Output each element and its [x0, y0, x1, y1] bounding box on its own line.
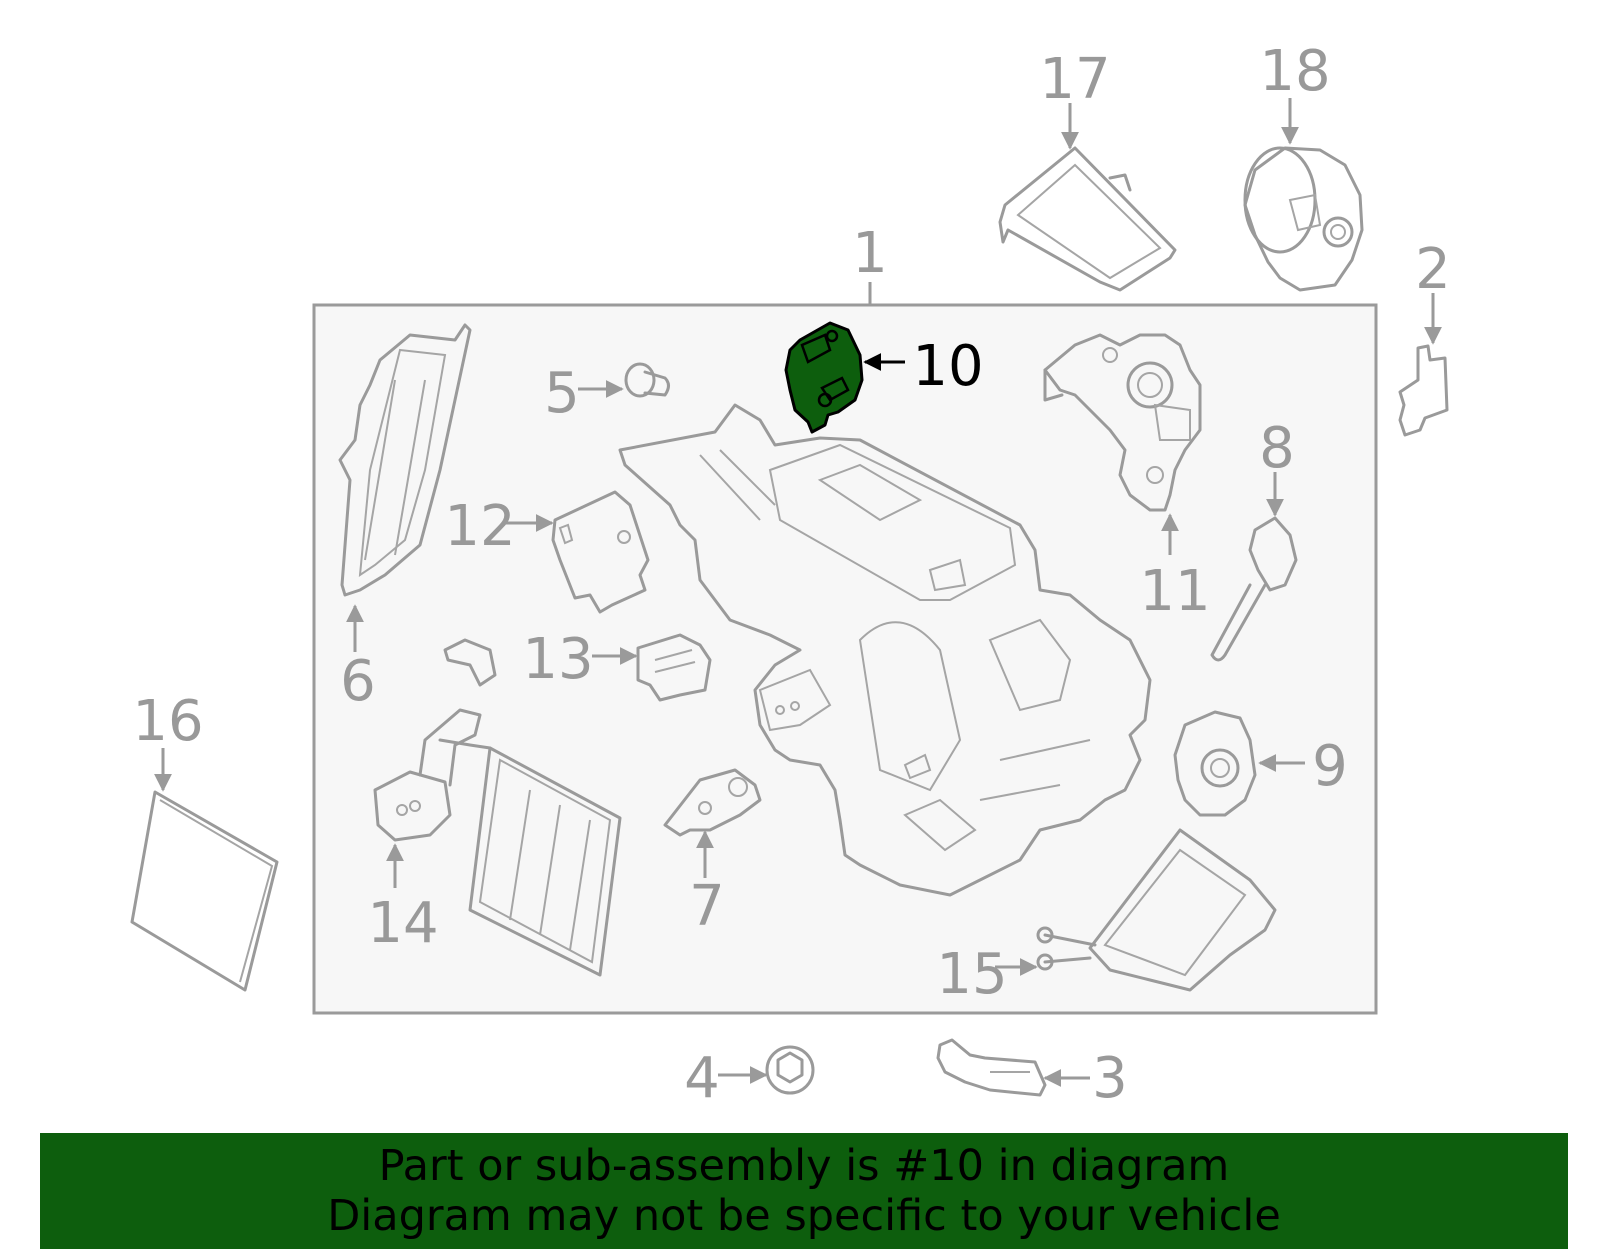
label-15: 15: [936, 942, 1007, 1007]
part-8-temperature-sensor[interactable]: [1210, 472, 1298, 662]
label-8: 8: [1259, 416, 1295, 481]
part-9-actuator[interactable]: [1173, 710, 1305, 817]
part-10-actuator-highlighted[interactable]: [784, 321, 905, 434]
label-6: 6: [340, 649, 376, 714]
part-13-connector[interactable]: [443, 633, 712, 702]
label-5: 5: [544, 361, 580, 426]
part-6-side-duct-panel[interactable]: [338, 323, 472, 597]
part-14-evaporator-core[interactable]: [373, 708, 622, 977]
part-11-blower-case[interactable]: [1043, 333, 1202, 555]
info-banner: Part or sub-assembly is #10 in diagram D…: [40, 1133, 1568, 1249]
part-5-bolt[interactable]: [578, 362, 670, 398]
label-9: 9: [1312, 734, 1348, 799]
label-16: 16: [132, 689, 203, 754]
label-1: 1: [852, 221, 888, 286]
part-15-heater-core[interactable]: [995, 828, 1277, 992]
label-2: 2: [1415, 237, 1451, 302]
label-3: 3: [1092, 1046, 1128, 1111]
label-12: 12: [444, 494, 515, 559]
part-2-bracket[interactable]: [1398, 293, 1449, 437]
label-14: 14: [367, 891, 438, 956]
label-11: 11: [1139, 559, 1210, 624]
part-18-blower-motor[interactable]: [1243, 98, 1364, 292]
part-4-nut[interactable]: [718, 1045, 815, 1095]
part-17-cover[interactable]: [998, 103, 1177, 292]
label-4: 4: [684, 1046, 720, 1111]
label-10-highlighted: 10: [912, 334, 983, 399]
part-12-control-module[interactable]: [506, 490, 650, 614]
part-3-bracket[interactable]: [936, 1038, 1090, 1097]
banner-line-disclaimer: Diagram may not be specific to your vehi…: [327, 1191, 1281, 1241]
part-1-hvac-case[interactable]: [618, 403, 1152, 897]
label-18: 18: [1259, 39, 1330, 104]
label-13: 13: [522, 627, 593, 692]
part-16-cabin-filter[interactable]: [130, 748, 279, 992]
banner-line-part-number: Part or sub-assembly is #10 in diagram: [378, 1141, 1230, 1191]
part-7-expansion-valve[interactable]: [663, 768, 762, 878]
label-17: 17: [1039, 47, 1110, 112]
label-7: 7: [689, 874, 725, 939]
